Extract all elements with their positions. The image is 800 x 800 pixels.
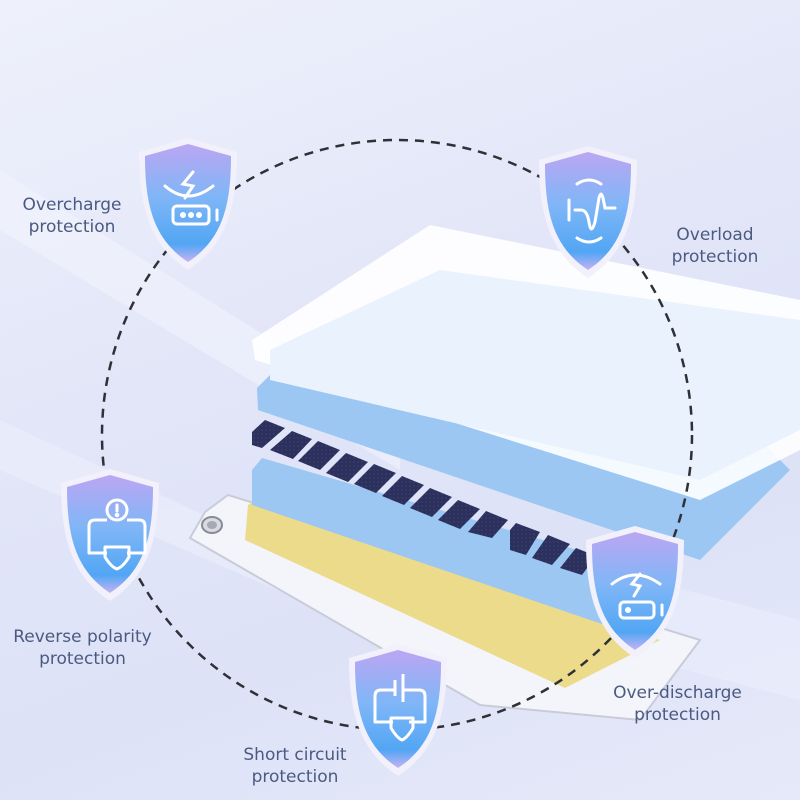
- short-circuit-icon: [373, 674, 427, 742]
- label-over-discharge: Over-discharge protection: [595, 682, 760, 726]
- panel-top-layer: [252, 225, 800, 500]
- shield-short-circuit: [343, 640, 453, 780]
- label-line1: Over-discharge: [613, 683, 742, 703]
- label-line1: Overload: [676, 225, 754, 245]
- panel-blue-upper-layer: [257, 375, 790, 560]
- panel-blue-lower-layer: [252, 458, 680, 625]
- shield-overload: [533, 142, 643, 282]
- dashed-connector-circle: [100, 138, 694, 732]
- label-line2: protection: [634, 705, 721, 725]
- shield-over-discharge: [580, 522, 690, 662]
- panel-yellow-layer: [245, 500, 660, 688]
- label-line2: protection: [671, 247, 759, 267]
- label-line1: Reverse polarity: [13, 627, 152, 647]
- label-line2: protection: [28, 217, 116, 237]
- overcharge-battery-icon: [163, 170, 219, 226]
- solar-cells-layer: [252, 420, 596, 575]
- label-overload: Overload protection: [655, 224, 775, 268]
- shield-overcharge: [133, 134, 243, 274]
- label-line2: protection: [39, 649, 126, 669]
- reverse-polarity-icon: [87, 498, 147, 571]
- label-reverse-polarity: Reverse polarity protection: [0, 626, 165, 670]
- over-discharge-battery-icon: [610, 572, 664, 620]
- label-line1: Overcharge: [22, 195, 122, 215]
- shield-reverse-polarity: [55, 465, 165, 605]
- label-line2: protection: [251, 767, 339, 787]
- label-short-circuit: Short circuit protection: [225, 744, 365, 788]
- overload-wave-icon: [567, 178, 617, 244]
- label-overcharge: Overcharge protection: [12, 194, 132, 238]
- label-line1: Short circuit: [243, 745, 347, 765]
